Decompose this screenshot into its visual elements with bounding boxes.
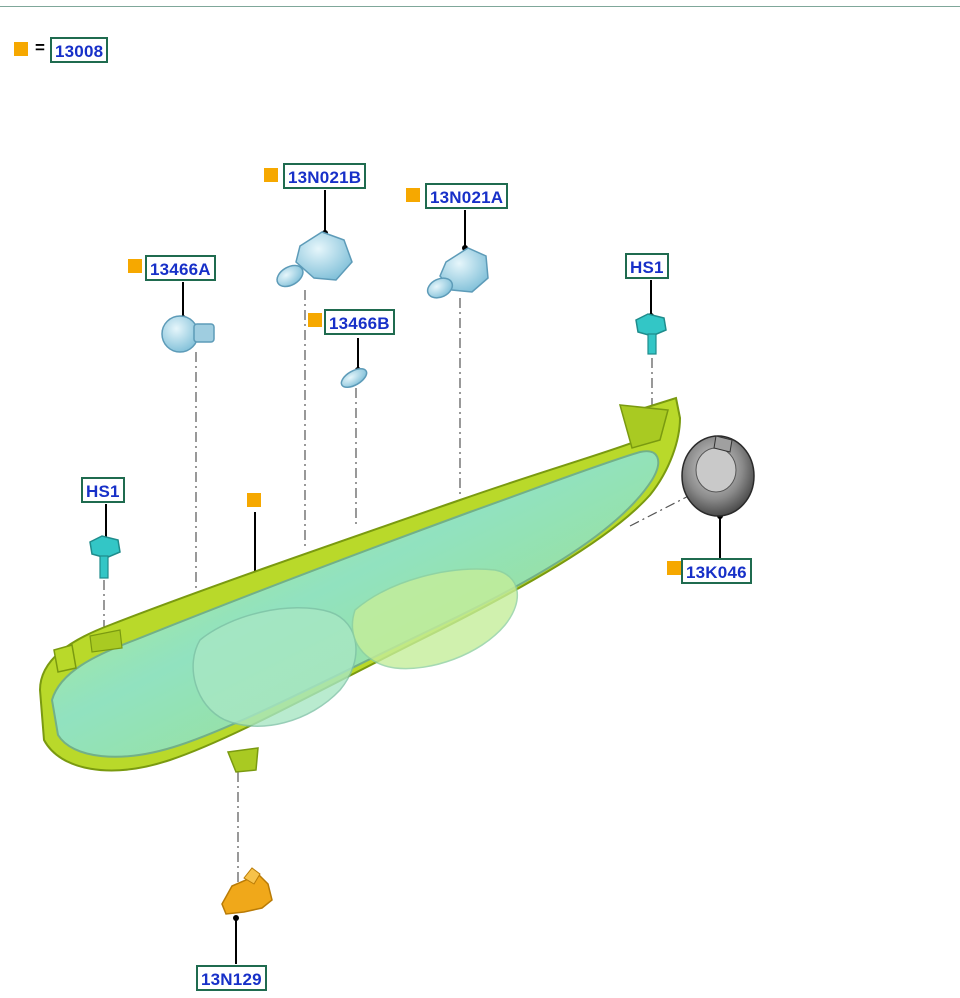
leader-lines [105, 190, 721, 964]
callout-13N129[interactable]: 13N129 [196, 965, 267, 991]
marker-13008-housing [247, 493, 261, 507]
marker-13N021A [406, 188, 420, 202]
legend-part-13008[interactable]: 13008 [50, 37, 109, 63]
marker-13466B [308, 313, 322, 327]
bulb-13466A-icon [161, 315, 215, 353]
callout-13N021B[interactable]: 13N021B [283, 163, 367, 189]
marker-13N021B [264, 168, 278, 182]
callout-13K046[interactable]: 13K046 [681, 558, 752, 584]
legend-equals: = [35, 38, 45, 57]
headlamp-assembly-icon [38, 396, 682, 773]
marker-13466A [128, 259, 142, 273]
bracket-13N129-icon [221, 867, 273, 915]
callout-13N021A[interactable]: 13N021A [425, 183, 509, 209]
bulb-13N021A-icon [426, 247, 489, 299]
bulb-13N021B-icon [276, 231, 353, 288]
marker-13K046 [667, 561, 681, 575]
screw-hs1-left-icon [89, 535, 121, 579]
callout-13466A[interactable]: 13466A [145, 255, 216, 281]
top-rule [0, 0, 960, 7]
dust-cover-13K046-icon [681, 435, 755, 517]
callout-HS1-top[interactable]: HS1 [625, 253, 669, 279]
screw-hs1-top-icon [635, 313, 667, 355]
alignment-lines [103, 290, 713, 884]
callout-HS1-left[interactable]: HS1 [81, 477, 125, 503]
bulb-13466B-icon [340, 367, 368, 389]
callout-13466B[interactable]: 13466B [324, 309, 395, 335]
legend-marker [14, 42, 28, 56]
